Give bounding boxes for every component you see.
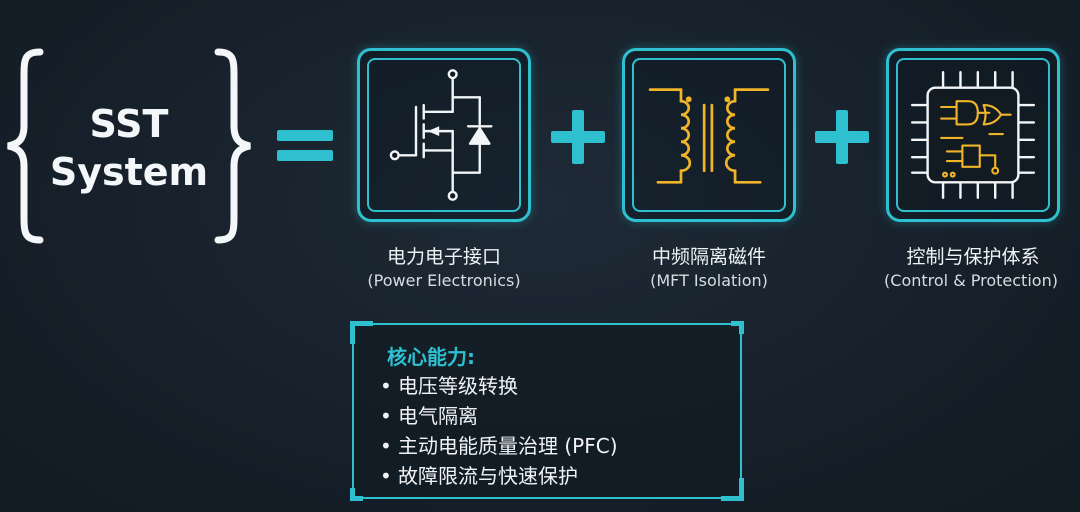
- control-protection-label: 控制与保护体系: [906, 246, 1040, 268]
- mft-isolation-label: 中频隔离磁件: [651, 246, 766, 268]
- mft-isolation-label-en: (MFT Isolation): [650, 271, 768, 290]
- sst-title-line2: System: [49, 150, 209, 194]
- mft-isolation-box: [622, 48, 796, 222]
- sst-title-line1: SST: [89, 102, 169, 146]
- mosfet-transistor-icon: [389, 69, 493, 201]
- sst-system-title: SST System: [40, 100, 218, 196]
- transformer-icon: [648, 88, 770, 184]
- list-item: •电气隔离: [380, 401, 618, 431]
- power-electronics-box: [357, 48, 531, 222]
- plus-icon: [815, 110, 869, 164]
- core-abilities-title: 核心能力:: [387, 345, 475, 369]
- left-brace-icon: [4, 48, 44, 244]
- bullet-icon: •: [380, 464, 392, 488]
- list-item: •故障限流与快速保护: [380, 461, 618, 491]
- microchip-logic-icon: [910, 71, 1036, 199]
- bullet-icon: •: [380, 374, 392, 398]
- plus-icon: [551, 110, 605, 164]
- core-abilities-panel: 核心能力: •电压等级转换 •电气隔离 •主动电能质量治理 (PFC) •故障限…: [350, 321, 744, 501]
- list-item: •主动电能质量治理 (PFC): [380, 431, 618, 461]
- control-protection-label-en: (Control & Protection): [884, 271, 1058, 290]
- list-item: •电压等级转换: [380, 371, 618, 401]
- core-abilities-list: •电压等级转换 •电气隔离 •主动电能质量治理 (PFC) •故障限流与快速保护: [380, 371, 618, 491]
- right-brace-icon: [214, 48, 254, 244]
- equals-icon: [277, 124, 333, 166]
- bullet-icon: •: [380, 404, 392, 428]
- control-protection-box: [886, 48, 1060, 222]
- bullet-icon: •: [380, 434, 392, 458]
- power-electronics-label: 电力电子接口: [386, 246, 501, 268]
- power-electronics-label-en: (Power Electronics): [367, 271, 521, 290]
